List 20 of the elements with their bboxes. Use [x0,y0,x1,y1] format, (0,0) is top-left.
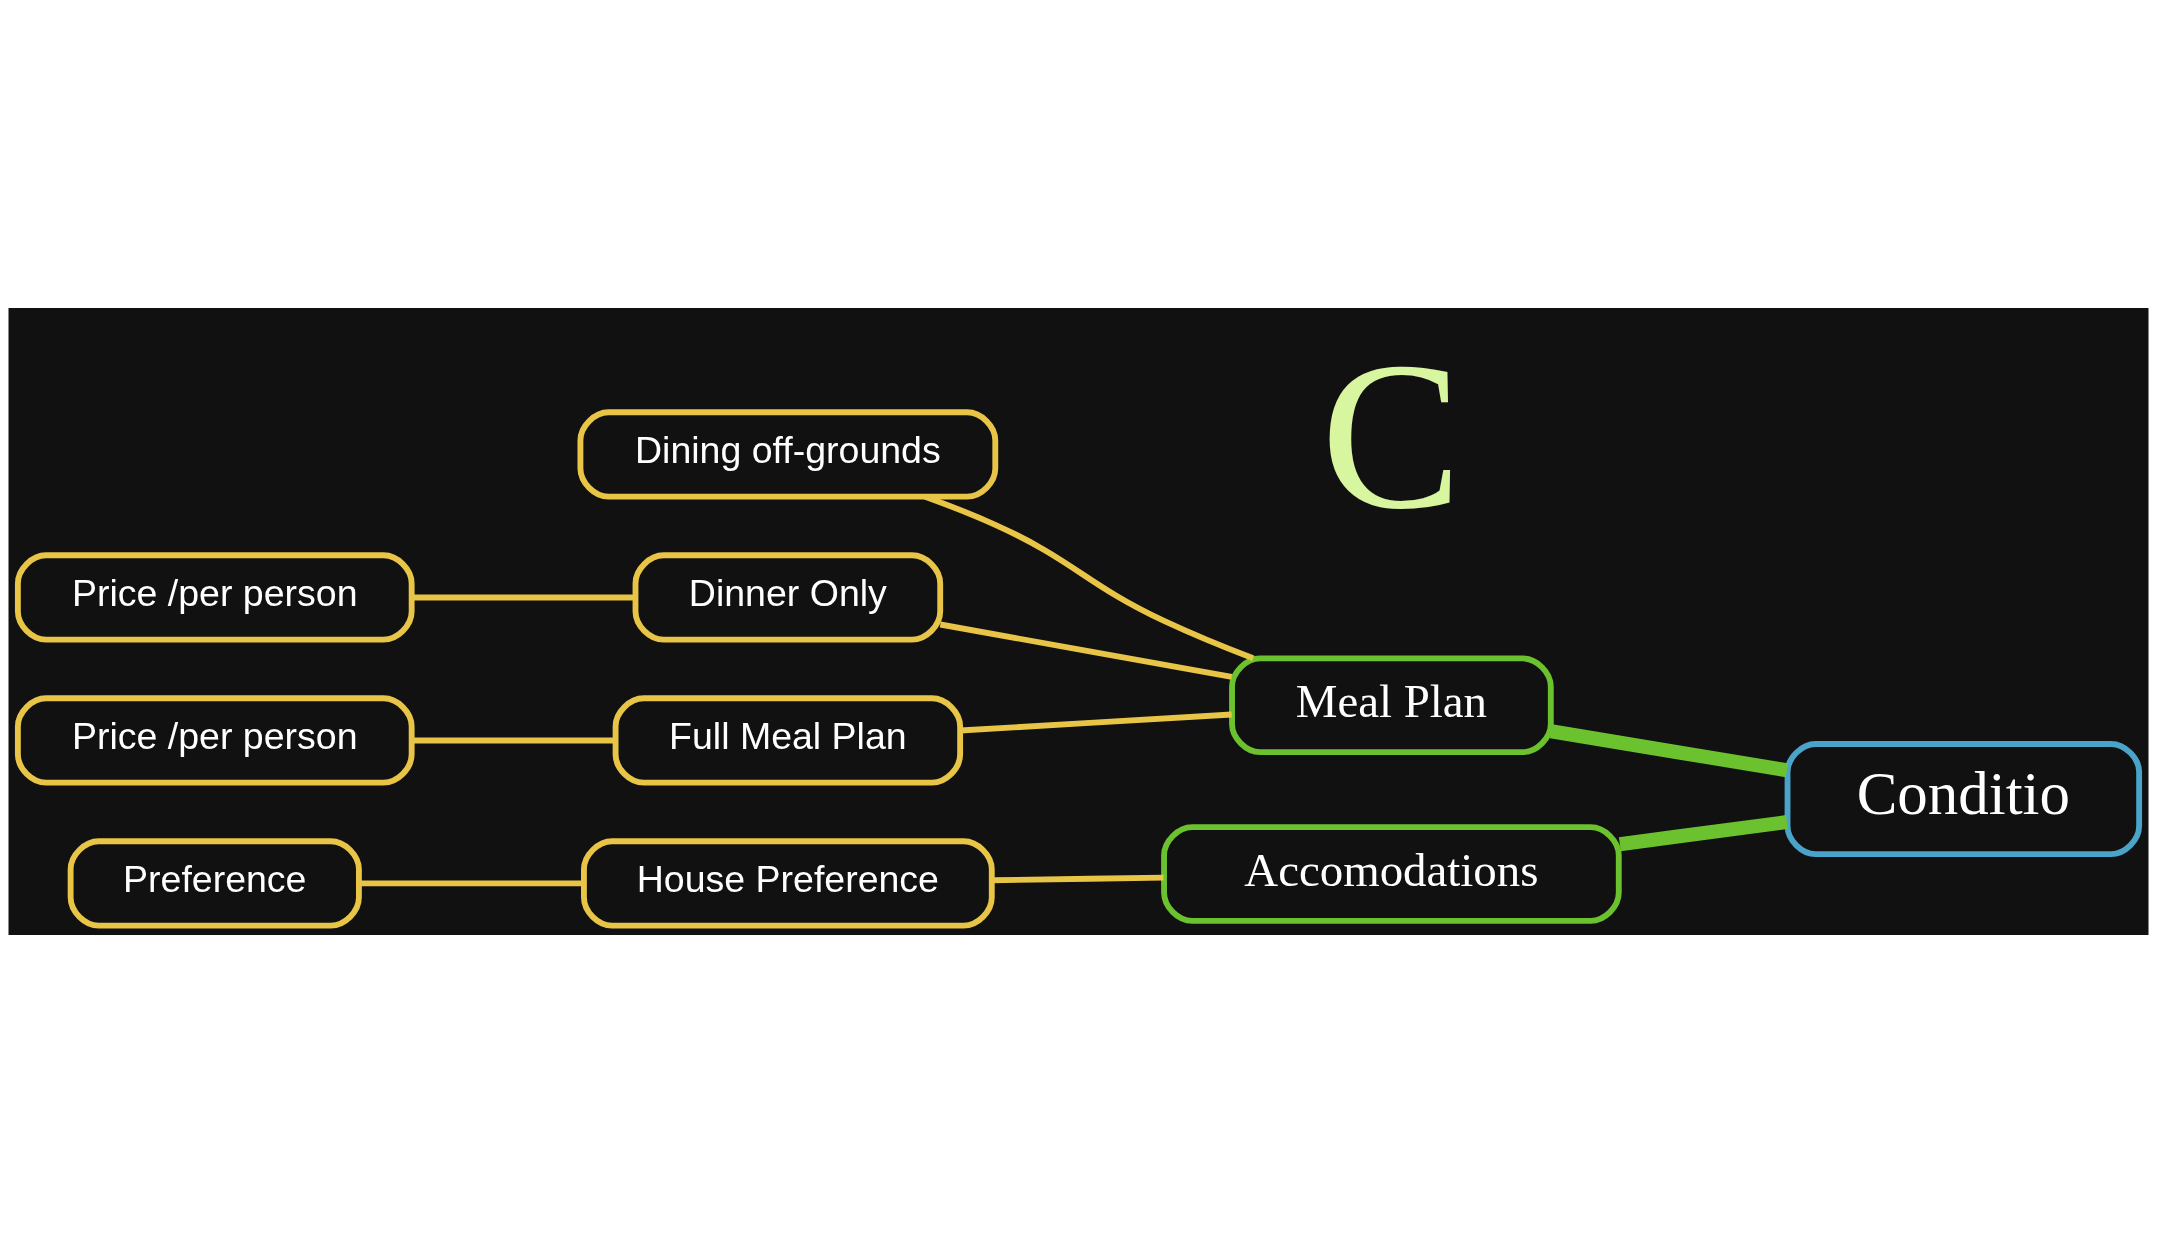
connector [412,594,636,600]
node-box: Conditio [1784,740,2143,857]
node-box: Price /per person [14,694,415,786]
node-box: House Preference [581,837,995,929]
connector [924,493,1255,661]
node-box: Price /per person [14,551,415,643]
label: C [1321,318,1462,553]
connector [960,711,1232,733]
node-box: Preference [67,837,362,929]
node-box: Full Meal Plan [612,694,964,786]
connector [939,621,1233,680]
node-box: Dining off-grounds [577,408,999,500]
node-box: Dinner Only [632,551,944,643]
connector [359,880,584,886]
connector [1618,814,1788,851]
connector [412,737,615,743]
connector [991,874,1164,883]
connector [1549,723,1789,777]
node-box: Meal Plan [1229,655,1554,755]
node-box: Accomodations [1161,823,1622,924]
